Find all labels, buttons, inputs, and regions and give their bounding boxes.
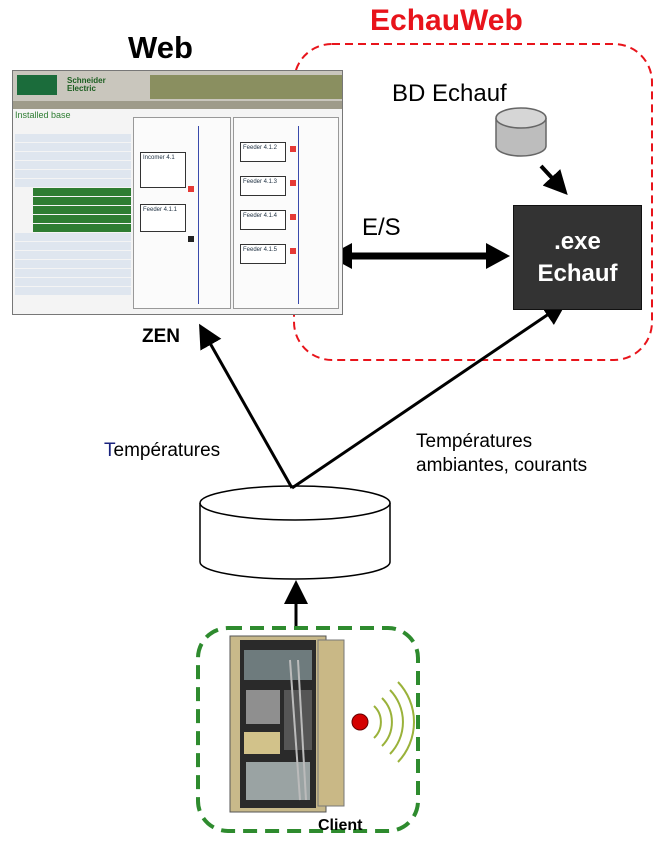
db-to-web-arrow: [199, 323, 294, 489]
exe-line1: .exe: [554, 227, 601, 255]
temp-right-line2: ambiantes, courants: [416, 455, 588, 476]
temp-left-initial: T: [104, 440, 114, 461]
echauweb-title: EchauWeb: [370, 4, 523, 37]
es-label: E/S: [362, 214, 401, 241]
client-region: [196, 626, 420, 833]
wireless-signal-icon: [351, 681, 415, 763]
brand-line2: Electric: [67, 84, 96, 93]
feeder-box: Feeder 4.1.2: [240, 142, 286, 162]
brand-line1: Schneider: [67, 76, 106, 85]
feeder-box: Feeder 4.1.5: [240, 244, 286, 264]
bd-echauf-database-icon: [495, 107, 547, 157]
echauweb-region: [293, 43, 653, 361]
client-label: Client: [318, 817, 363, 834]
web-app-screenshot: Schneider Electric Installed base Income…: [12, 70, 343, 315]
db-to-exe-arrow: [539, 164, 568, 195]
exe-line2: Echauf: [537, 259, 618, 287]
bd-echauf-label: BD Echauf: [392, 80, 507, 107]
db-to-exe-main-arrow: [291, 301, 567, 490]
screenshot-brand: Schneider Electric: [67, 77, 106, 93]
web-title: Web: [128, 30, 193, 65]
feeder-box: Incomer 4.1: [140, 152, 186, 188]
screenshot-heading: Installed base: [15, 110, 71, 120]
exe-echauf-box: .exe Echauf: [513, 205, 642, 310]
electrical-cabinet-image: [229, 635, 345, 813]
feeder-box: Feeder 4.1.3: [240, 176, 286, 196]
zen-label: ZEN: [142, 326, 180, 347]
screenshot-tree: [15, 133, 131, 313]
schneider-logo: [17, 75, 57, 95]
temp-right-line1: Températures: [416, 431, 533, 452]
es-double-arrow: [328, 243, 510, 269]
temp-left-rest: empératures: [113, 440, 221, 461]
main-database-icon: [199, 485, 391, 580]
screenshot-nav: [13, 101, 342, 109]
temperatures-left-label: Températures: [104, 440, 220, 462]
screenshot-panel-right: Feeder 4.1.2 Feeder 4.1.3 Feeder 4.1.4 F…: [233, 117, 339, 309]
feeder-box: Feeder 4.1.1: [140, 204, 186, 232]
feeder-box: Feeder 4.1.4: [240, 210, 286, 230]
temperatures-right-label: Températures ambiantes, courants: [416, 430, 587, 478]
screenshot-panel-left: Incomer 4.1 Feeder 4.1.1: [133, 117, 231, 309]
screenshot-banner: [150, 75, 342, 99]
